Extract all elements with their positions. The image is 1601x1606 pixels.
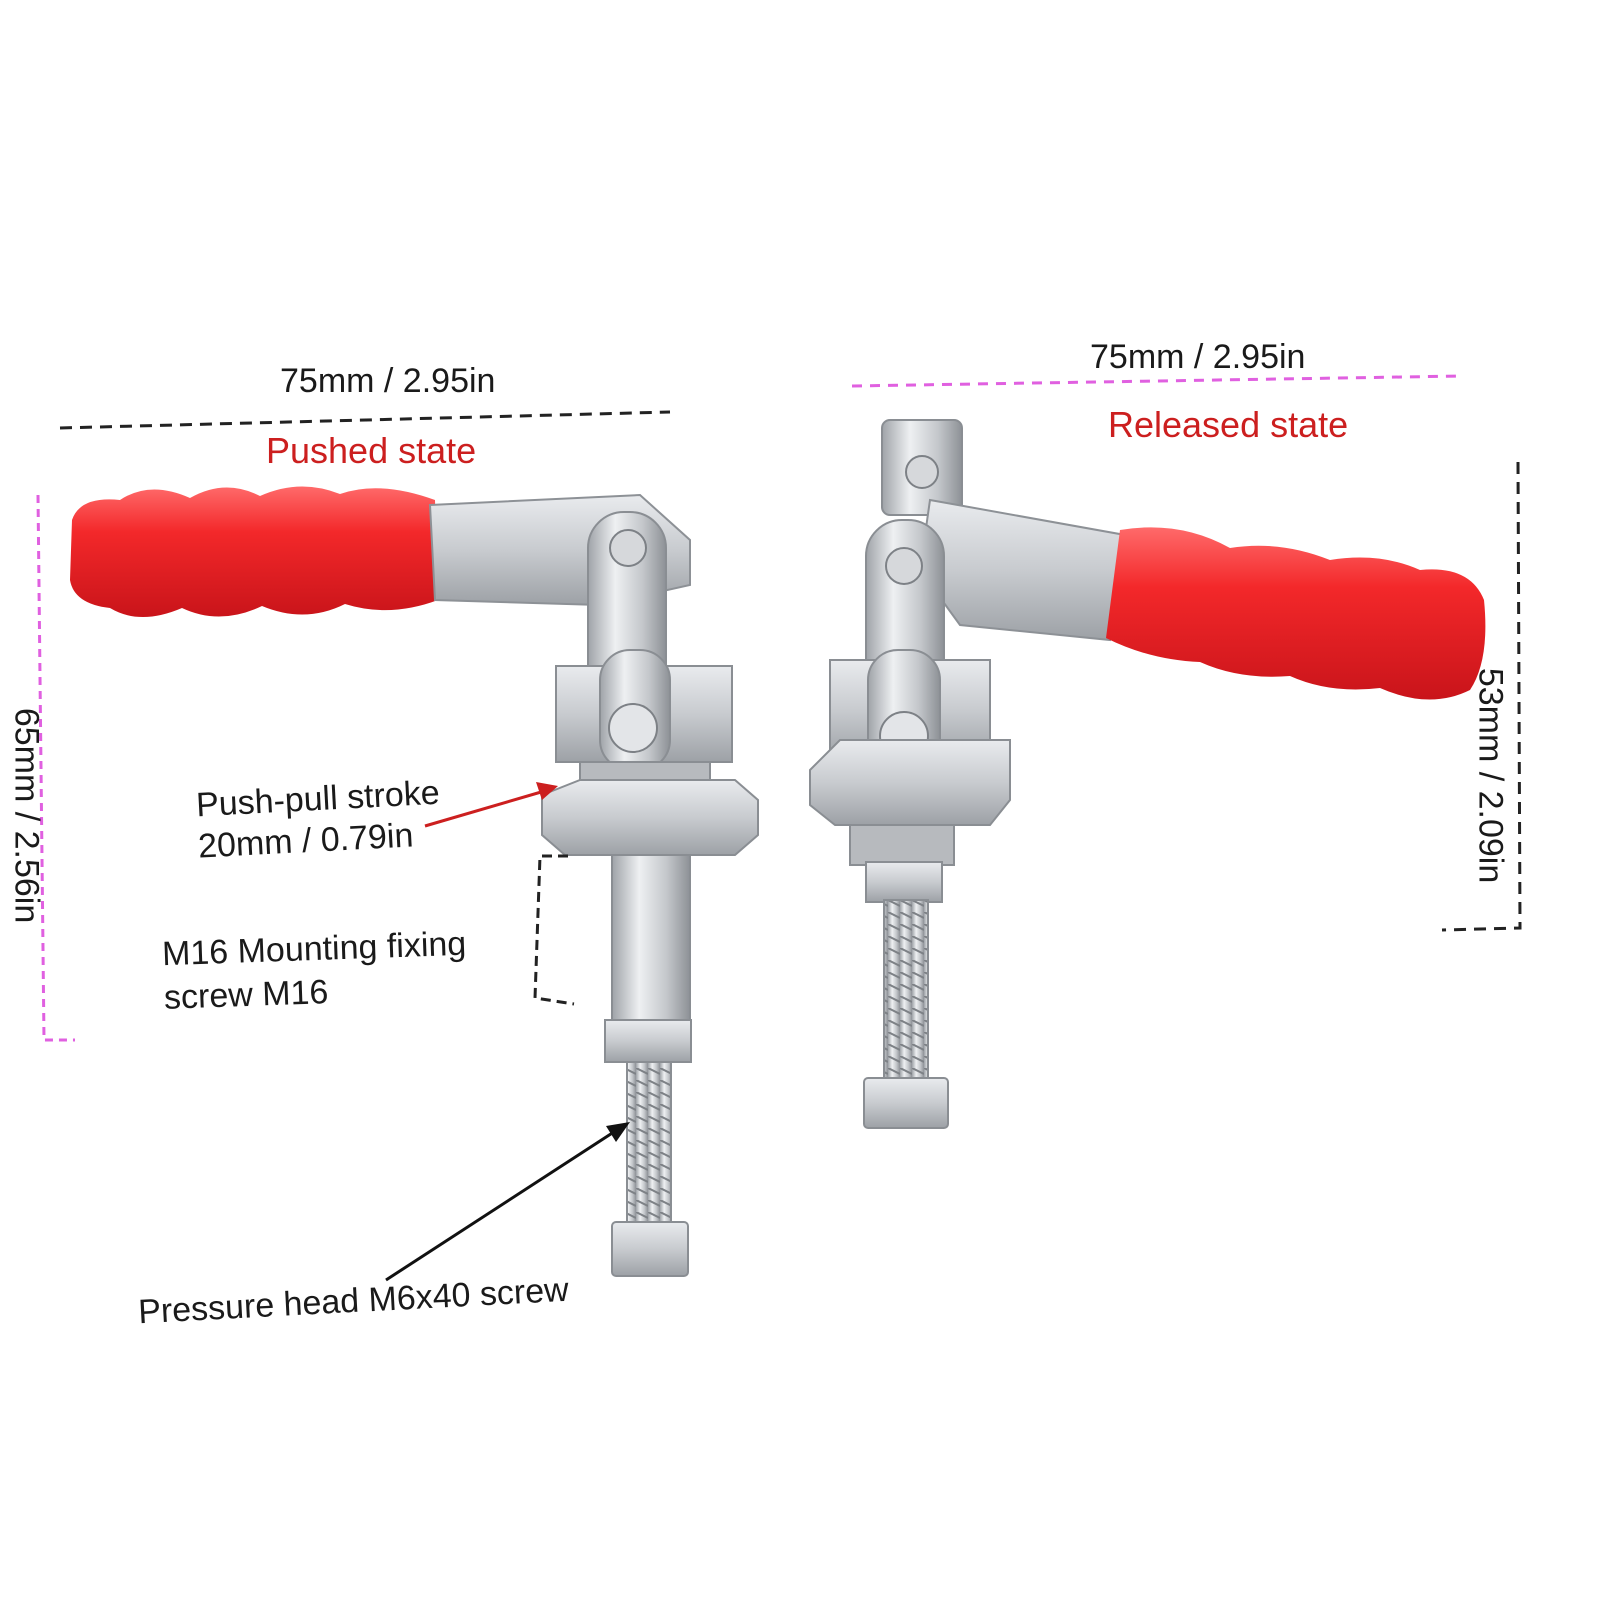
right-width-dim-line (851, 374, 1463, 388)
right-pivot-upper (885, 547, 923, 585)
right-pressure-head (863, 1077, 949, 1129)
left-pivot-upper (609, 529, 647, 567)
left-lock-nut (604, 1019, 692, 1063)
stroke-arrow-head (536, 782, 558, 800)
left-hex-nut (541, 779, 759, 856)
right-pressure-screw (883, 899, 929, 1086)
right-lock-nut (865, 861, 943, 903)
pressure-arrow (385, 1126, 621, 1282)
left-height-label: 65mm / 2.56in (7, 707, 46, 924)
right-clamp (809, 419, 1486, 1129)
mount-bracket (533, 854, 575, 1006)
left-state-label: Pushed state (266, 430, 477, 471)
left-pressure-screw (626, 1061, 672, 1243)
right-width-label: 75mm / 2.95in (1090, 338, 1306, 376)
left-width-label: 75mm / 2.95in (280, 362, 496, 400)
right-handle-grip (1106, 527, 1486, 700)
left-width-dim-line (59, 410, 671, 430)
left-plunger (611, 854, 691, 1026)
right-height-label: 53mm / 2.09in (1471, 667, 1510, 884)
right-collar (849, 824, 955, 866)
stroke-arrow (424, 788, 549, 828)
left-clamp (70, 486, 759, 1277)
right-handle-arm (918, 498, 1127, 642)
right-state-label: Released state (1108, 404, 1349, 445)
right-hex-nut (809, 739, 1011, 826)
mount-label-line2: screw M16 (163, 973, 329, 1017)
left-height-dim-line (36, 494, 75, 1042)
pressure-arrow-head (606, 1122, 630, 1142)
left-handle-grip (70, 486, 438, 617)
right-height-dim-line (1441, 461, 1522, 932)
left-pressure-head (611, 1221, 689, 1277)
